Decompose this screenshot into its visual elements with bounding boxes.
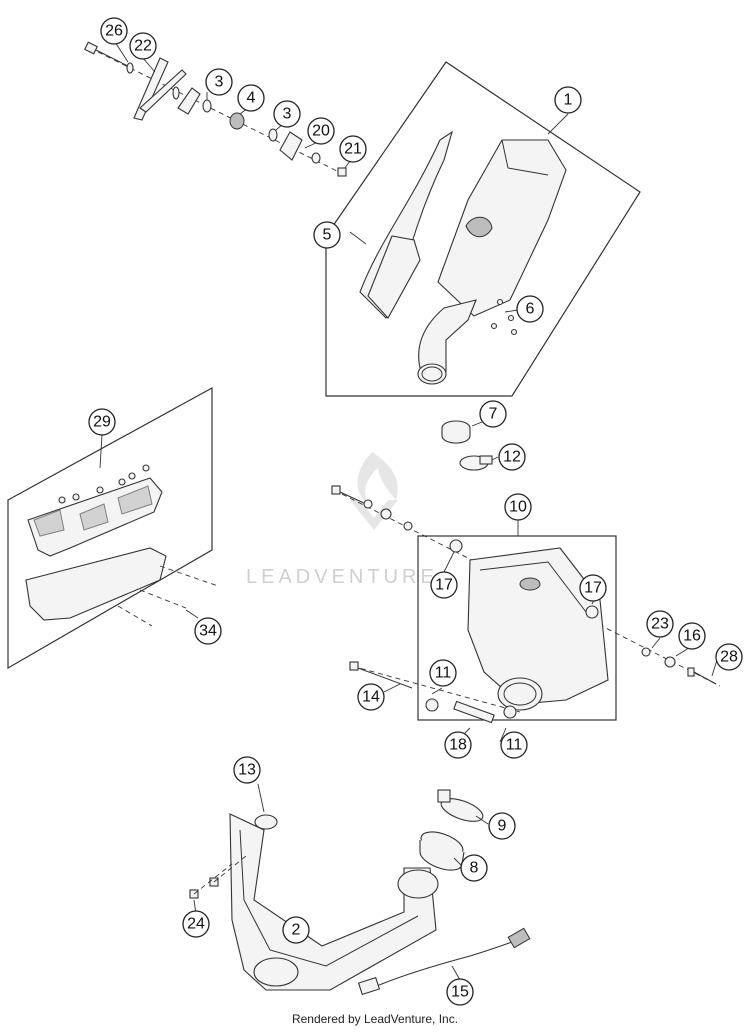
callout-15: 15 bbox=[446, 978, 474, 1006]
callout-18: 18 bbox=[444, 731, 472, 759]
svg-text:23: 23 bbox=[651, 616, 669, 633]
callout-3a: 3 bbox=[205, 68, 233, 96]
right-washers bbox=[641, 637, 721, 685]
callout-8: 8 bbox=[460, 854, 488, 882]
svg-text:11: 11 bbox=[506, 737, 523, 754]
svg-text:14: 14 bbox=[362, 689, 380, 706]
svg-text:21: 21 bbox=[344, 141, 362, 158]
svg-text:2: 2 bbox=[292, 922, 301, 939]
long-bolt-and-spacer bbox=[349, 661, 521, 724]
svg-text:13: 13 bbox=[238, 762, 256, 779]
svg-text:17: 17 bbox=[435, 577, 453, 594]
leadventure-watermark: LEADVENTURE bbox=[246, 452, 438, 588]
callout-10: 10 bbox=[504, 493, 532, 521]
silencer-assembly-group bbox=[325, 61, 641, 397]
svg-text:28: 28 bbox=[720, 649, 738, 666]
callout-5: 5 bbox=[313, 221, 341, 249]
svg-text:22: 22 bbox=[134, 38, 152, 55]
svg-text:9: 9 bbox=[498, 818, 507, 835]
svg-text:29: 29 bbox=[93, 414, 111, 431]
credit-line: Rendered by LeadVenture, Inc. bbox=[291, 1012, 459, 1026]
callout-4: 4 bbox=[237, 84, 265, 112]
svg-text:24: 24 bbox=[187, 916, 205, 933]
callout-13: 13 bbox=[233, 756, 261, 784]
callout-11a: 11 bbox=[429, 659, 457, 687]
callout-7: 7 bbox=[479, 400, 507, 428]
callout-6: 6 bbox=[516, 295, 544, 323]
callout-17b: 17 bbox=[579, 574, 607, 602]
callout-23: 23 bbox=[646, 610, 674, 638]
callout-21: 21 bbox=[339, 135, 367, 163]
callout-34: 34 bbox=[194, 617, 222, 645]
svg-text:7: 7 bbox=[489, 406, 498, 423]
callout-9: 9 bbox=[488, 812, 516, 840]
callout-22: 22 bbox=[129, 32, 157, 60]
svg-text:16: 16 bbox=[683, 628, 701, 645]
svg-text:11: 11 bbox=[435, 665, 452, 682]
svg-text:26: 26 bbox=[105, 23, 123, 40]
callout-14: 14 bbox=[357, 683, 385, 711]
svg-text:6: 6 bbox=[526, 301, 535, 318]
callout-2: 2 bbox=[282, 916, 310, 944]
callout-26: 26 bbox=[100, 17, 128, 45]
watermark-text: LEADVENTURE bbox=[246, 566, 438, 588]
svg-text:4: 4 bbox=[247, 90, 256, 107]
svg-text:18: 18 bbox=[449, 737, 467, 754]
callout-29: 29 bbox=[88, 408, 116, 436]
oxygen-sensor bbox=[357, 927, 531, 996]
svg-text:12: 12 bbox=[503, 449, 521, 466]
svg-text:8: 8 bbox=[470, 860, 479, 877]
callout-17a: 17 bbox=[430, 571, 458, 599]
callout-24: 24 bbox=[182, 910, 210, 938]
hanger-hardware-group bbox=[84, 41, 353, 177]
svg-text:20: 20 bbox=[312, 123, 330, 140]
svg-text:3: 3 bbox=[283, 106, 292, 123]
catalytic-converter-group bbox=[417, 520, 617, 743]
callout-20: 20 bbox=[307, 117, 335, 145]
heat-guard-group bbox=[7, 386, 219, 670]
header-pipe-group bbox=[189, 783, 439, 991]
svg-text:3: 3 bbox=[215, 74, 224, 91]
callout-12: 12 bbox=[498, 443, 526, 471]
callout-3b: 3 bbox=[273, 100, 301, 128]
svg-text:15: 15 bbox=[451, 984, 469, 1001]
svg-text:5: 5 bbox=[323, 227, 332, 244]
callout-16: 16 bbox=[678, 622, 706, 650]
svg-text:34: 34 bbox=[199, 623, 217, 640]
callout-1: 1 bbox=[554, 86, 582, 114]
svg-text:17: 17 bbox=[584, 580, 602, 597]
svg-text:10: 10 bbox=[509, 499, 527, 516]
callout-11b: 11 bbox=[500, 731, 528, 759]
callout-28: 28 bbox=[715, 643, 743, 671]
svg-text:1: 1 bbox=[564, 92, 573, 109]
clamp-and-sleeve-lower bbox=[419, 789, 489, 871]
